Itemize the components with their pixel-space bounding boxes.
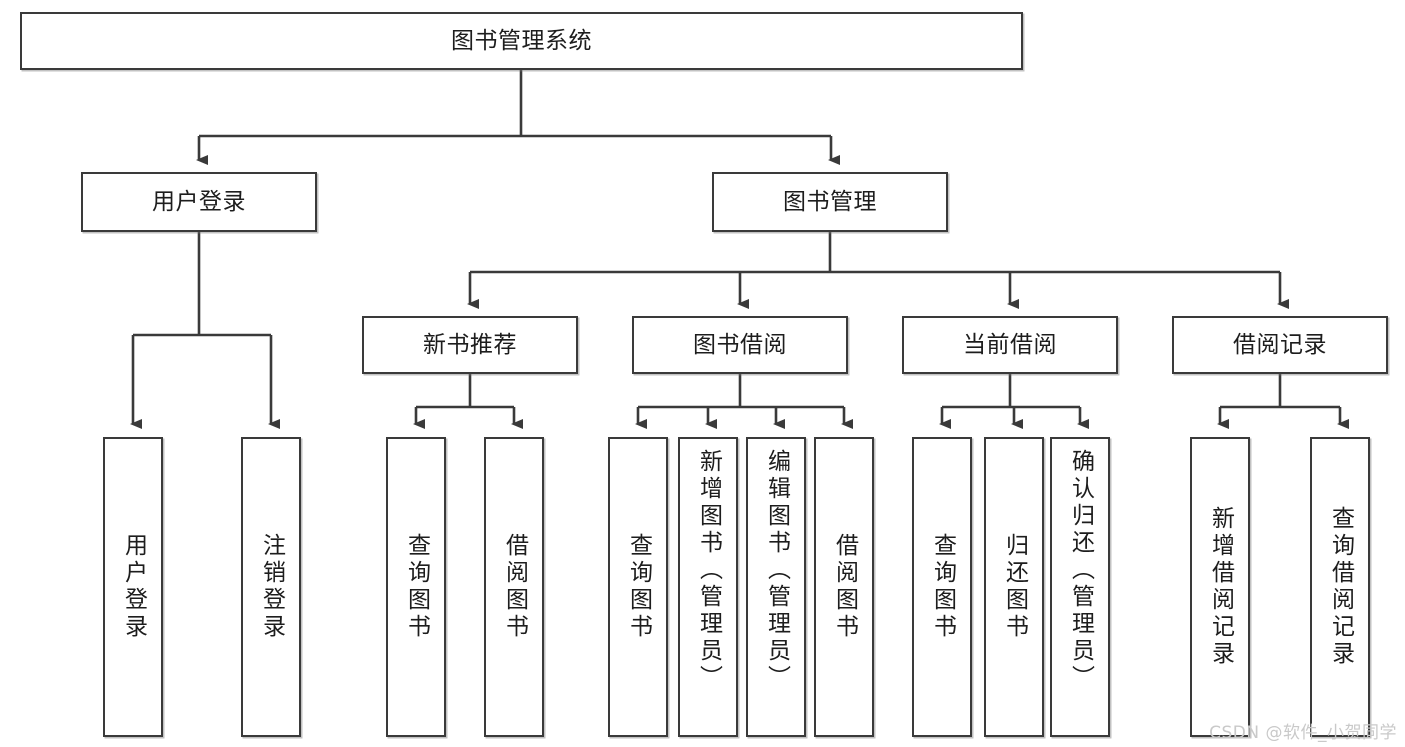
node-leaf-confirm-return[interactable]: 确认归还（管理员） (1050, 437, 1110, 737)
node-leaf-query-record-label: 查询借阅记录 (1327, 506, 1354, 668)
node-root[interactable]: 图书管理系统 (20, 12, 1023, 70)
node-leaf-return-book[interactable]: 归还图书 (984, 437, 1044, 737)
node-leaf-query-book-1-label: 查询图书 (403, 533, 430, 641)
node-leaf-add-record[interactable]: 新增借阅记录 (1190, 437, 1250, 737)
node-leaf-query-record[interactable]: 查询借阅记录 (1310, 437, 1370, 737)
node-user-login-label: 用户登录 (152, 188, 246, 215)
node-leaf-borrow-book-1-label: 借阅图书 (501, 533, 528, 641)
node-new-book-rec-label: 新书推荐 (423, 331, 517, 358)
node-book-borrow[interactable]: 图书借阅 (632, 316, 848, 374)
node-leaf-user-login-label: 用户登录 (120, 533, 147, 641)
node-leaf-query-book-2-label: 查询图书 (625, 533, 652, 641)
node-user-login[interactable]: 用户登录 (81, 172, 317, 232)
node-borrow-record[interactable]: 借阅记录 (1172, 316, 1388, 374)
node-book-manage[interactable]: 图书管理 (712, 172, 948, 232)
node-leaf-borrow-book-1[interactable]: 借阅图书 (484, 437, 544, 737)
node-leaf-add-book[interactable]: 新增图书（管理员） (678, 437, 738, 737)
node-leaf-return-book-label: 归还图书 (1001, 533, 1028, 641)
node-leaf-add-book-label: 新增图书（管理员） (695, 449, 722, 692)
node-leaf-borrow-book-2[interactable]: 借阅图书 (814, 437, 874, 737)
node-leaf-add-record-label: 新增借阅记录 (1207, 506, 1234, 668)
node-borrow-record-label: 借阅记录 (1233, 331, 1327, 358)
node-leaf-query-book-2[interactable]: 查询图书 (608, 437, 668, 737)
node-current-borrow-label: 当前借阅 (963, 331, 1057, 358)
node-new-book-rec[interactable]: 新书推荐 (362, 316, 578, 374)
node-leaf-logout-label: 注销登录 (258, 533, 285, 641)
node-leaf-edit-book[interactable]: 编辑图书（管理员） (746, 437, 806, 737)
node-leaf-user-login[interactable]: 用户登录 (103, 437, 163, 737)
node-leaf-query-book-3-label: 查询图书 (929, 533, 956, 641)
node-leaf-borrow-book-2-label: 借阅图书 (831, 533, 858, 641)
node-root-label: 图书管理系统 (451, 27, 592, 54)
node-leaf-query-book-1[interactable]: 查询图书 (386, 437, 446, 737)
node-leaf-edit-book-label: 编辑图书（管理员） (763, 449, 790, 692)
node-leaf-confirm-return-label: 确认归还（管理员） (1067, 449, 1094, 692)
watermark: CSDN @软件_小贺同学 (1209, 723, 1397, 743)
node-book-manage-label: 图书管理 (783, 188, 877, 215)
node-book-borrow-label: 图书借阅 (693, 331, 787, 358)
node-leaf-logout[interactable]: 注销登录 (241, 437, 301, 737)
node-leaf-query-book-3[interactable]: 查询图书 (912, 437, 972, 737)
node-current-borrow[interactable]: 当前借阅 (902, 316, 1118, 374)
